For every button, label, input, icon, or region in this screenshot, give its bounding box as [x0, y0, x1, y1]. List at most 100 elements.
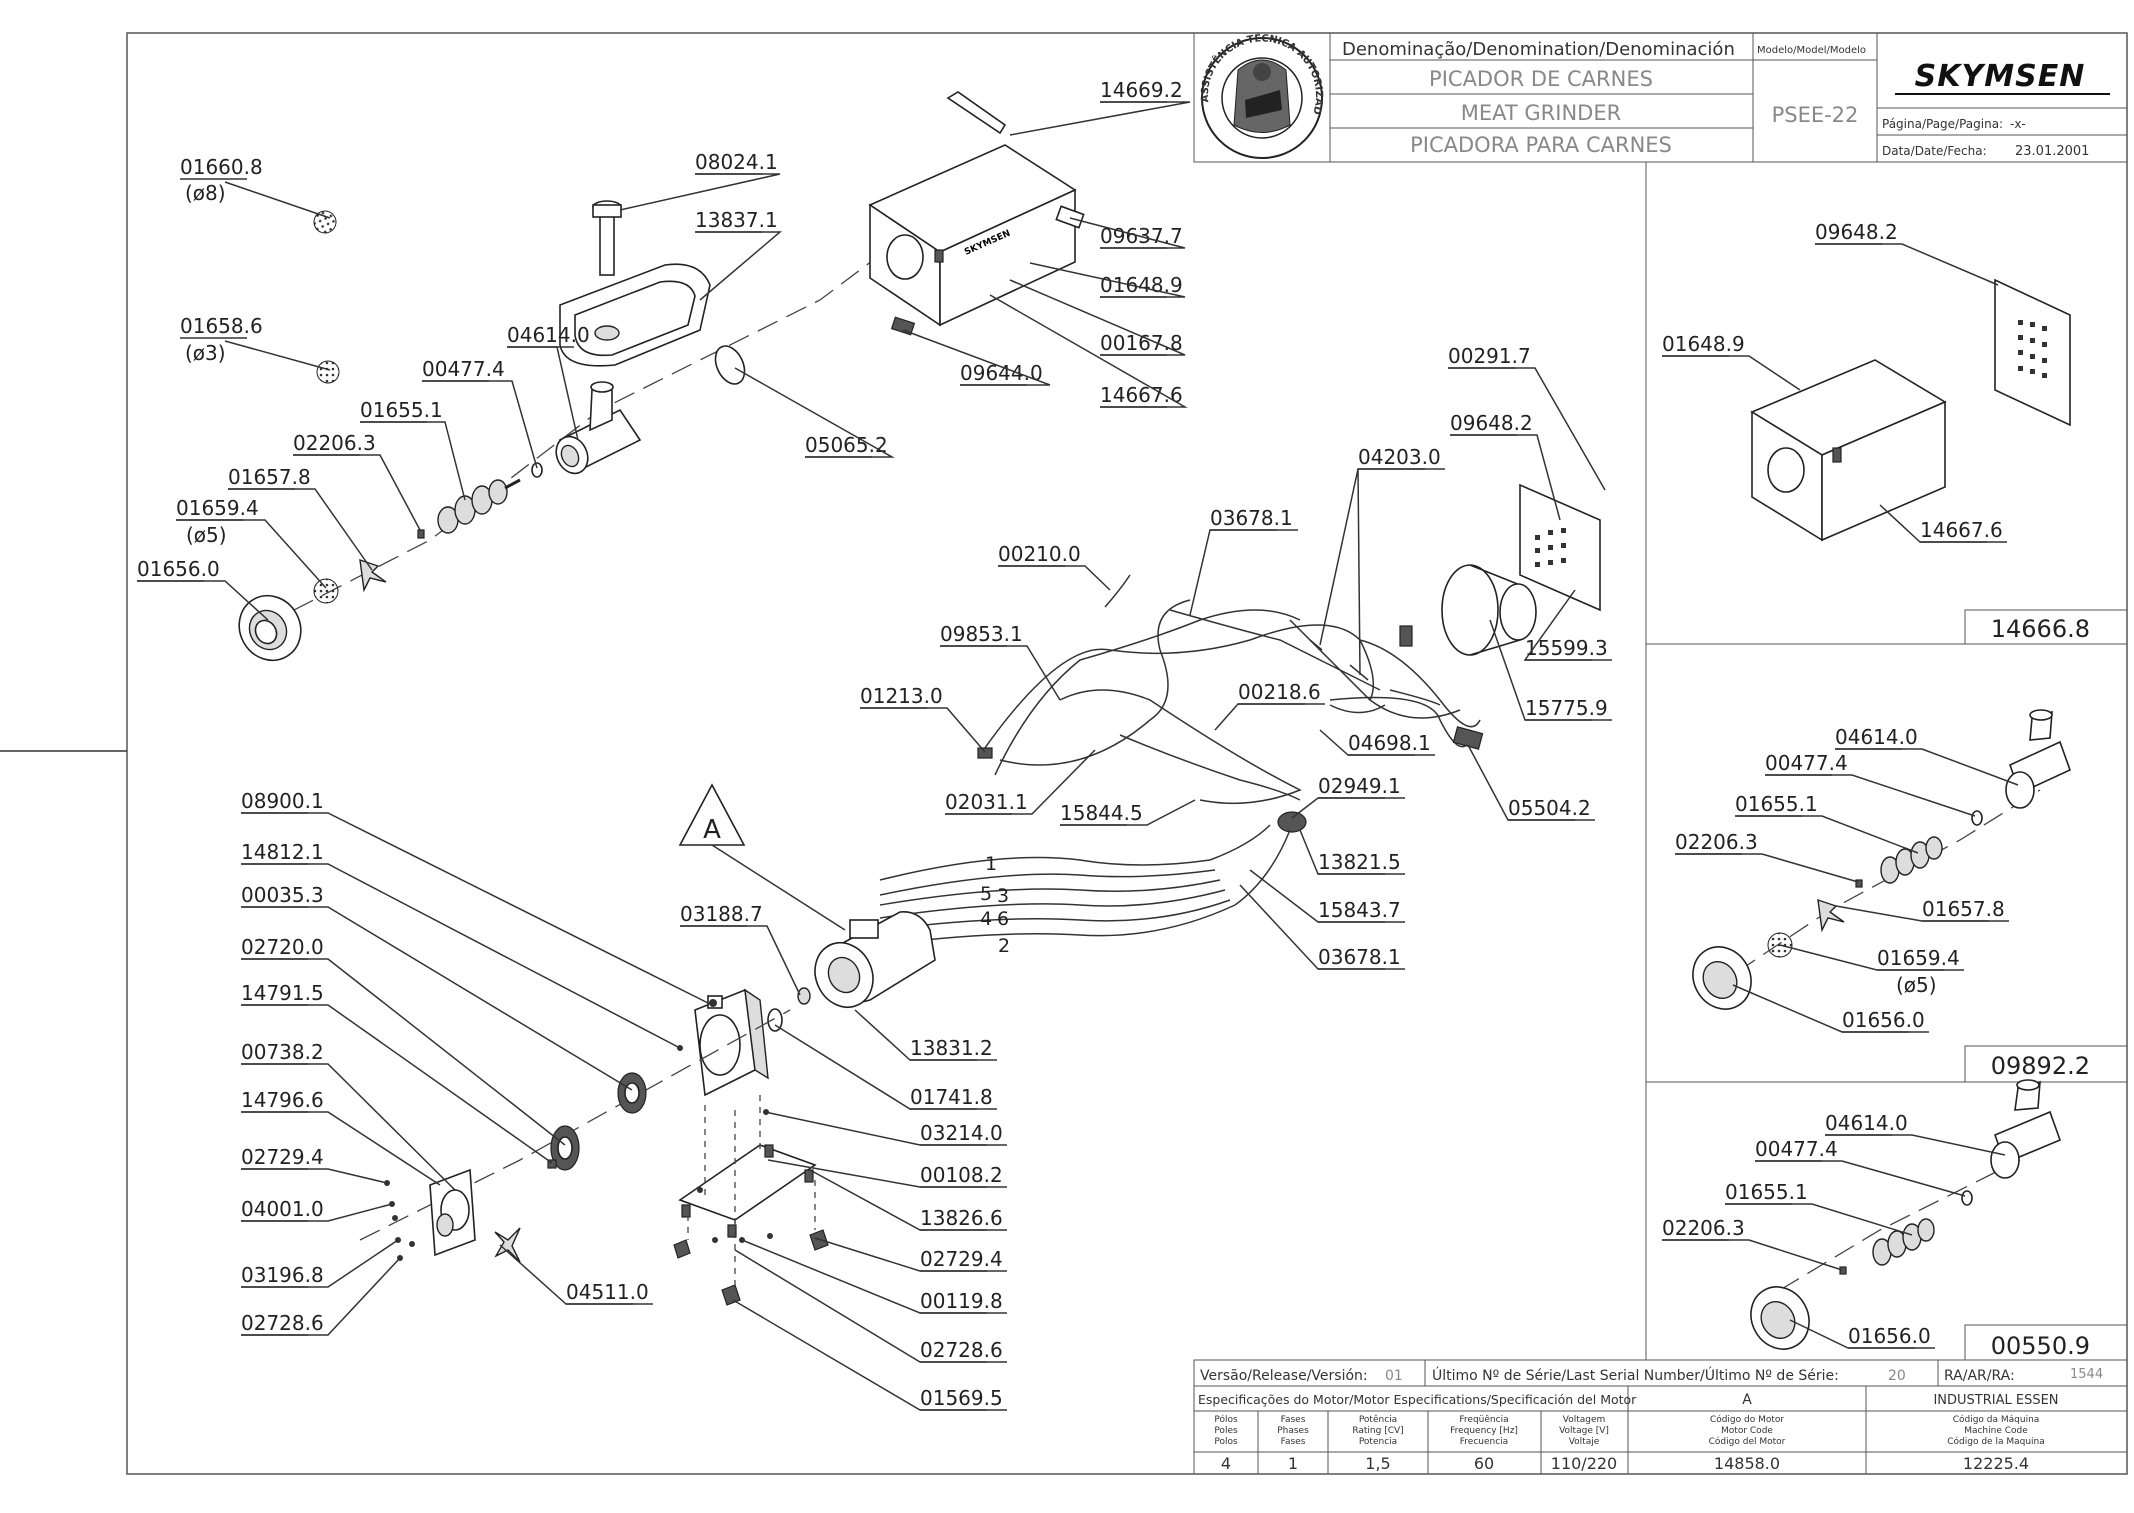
- part-label: 09648.2: [1815, 220, 1898, 244]
- leader-line: [1815, 243, 1999, 286]
- col-poles-es: Polos: [1214, 1437, 1238, 1447]
- leader-line: [741, 1239, 1007, 1314]
- leader-line: [734, 367, 895, 458]
- part-label: 00108.2: [920, 1163, 1003, 1187]
- drawing-frame: [126, 32, 2128, 1475]
- main-parts-artwork: SKYMSEN: [238, 91, 1601, 1306]
- leader-line: [241, 1063, 456, 1191]
- leader-line: [695, 231, 783, 301]
- part-label: 02729.4: [241, 1145, 324, 1169]
- worm-screw: [437, 478, 521, 534]
- part-label: 01656.0: [137, 557, 220, 581]
- leader-line: [293, 454, 421, 531]
- part-label: 04614.0: [507, 323, 590, 347]
- part-label: 08024.1: [695, 150, 778, 174]
- leader-line: [1523, 589, 1612, 661]
- motor-cover-box: SKYMSEN: [868, 144, 1077, 327]
- leader-line: [940, 645, 1061, 701]
- col-motor-code-es: Código del Motor: [1709, 1436, 1786, 1447]
- manufacturer: INDUSTRIAL ESSEN: [1933, 1393, 2058, 1408]
- panel-basic-kit-artwork: [1750, 1079, 2062, 1350]
- part-label: 01657.8: [1922, 897, 2005, 921]
- part-label: 01656.0: [1848, 1324, 1931, 1348]
- part-label: 02206.3: [1662, 1216, 1745, 1240]
- part-label: 09648.2: [1450, 411, 1533, 435]
- col-motor-code-pt: Código do Motor: [1710, 1414, 1784, 1425]
- leader-line: [1879, 504, 2007, 543]
- leader-line: [1319, 729, 1435, 756]
- grinder-body: [555, 381, 642, 475]
- motor-harness: [879, 824, 1291, 946]
- part-label: 02720.0: [241, 935, 324, 959]
- wing-nut: [494, 1227, 521, 1263]
- leader-line: [998, 565, 1111, 591]
- part-label: 00291.7: [1448, 344, 1531, 368]
- leader-line: [137, 580, 269, 621]
- col-poles-en: Poles: [1214, 1426, 1238, 1436]
- part-label: 02949.1: [1318, 774, 1401, 798]
- serial-label: Último Nº de Série/Last Serial Number/Úl…: [1432, 1366, 1839, 1384]
- coupling-disc: [714, 345, 746, 385]
- col-machine-code-en: Machine Code: [1964, 1426, 2028, 1436]
- part-label: 00035.3: [241, 883, 324, 907]
- part-label: 02729.4: [920, 1247, 1003, 1271]
- switch-plate: [1519, 483, 1601, 612]
- part-label: 01569.5: [920, 1386, 1003, 1410]
- leader-line: [1489, 619, 1612, 721]
- serial-value: 20: [1888, 1368, 1906, 1384]
- leader-line: [1448, 367, 1606, 491]
- leader-line: [1299, 829, 1405, 875]
- part-label: 01655.1: [360, 398, 443, 422]
- front-cover: [429, 1168, 476, 1257]
- part-label: 03188.7: [680, 902, 763, 926]
- part-label: 00477.4: [1755, 1137, 1838, 1161]
- sticker-09644: [890, 316, 916, 336]
- leader-line: [1675, 853, 1859, 883]
- base-plate: [673, 1144, 829, 1306]
- leader-line: [1755, 1160, 1966, 1197]
- part-label: 04001.0: [241, 1197, 324, 1221]
- part-label: 05504.2: [1508, 796, 1591, 820]
- part-label: 04614.0: [1825, 1111, 1908, 1135]
- part-label: 01655.1: [1725, 1180, 1808, 1204]
- leader-line: [241, 1203, 393, 1222]
- leader-line: [1467, 744, 1595, 821]
- leader-line: [507, 346, 579, 441]
- leader-line: [241, 1257, 401, 1336]
- value-phases: 1: [1288, 1454, 1298, 1473]
- brand-logo: SKYMSEN: [1915, 59, 2086, 94]
- gear-large: [617, 1072, 647, 1114]
- part-label: 01659.4: [176, 496, 259, 520]
- value-machine-code: 12225.4: [1963, 1454, 2029, 1473]
- part-label: (ø8): [185, 181, 226, 205]
- col-motor-code-en: Motor Code: [1721, 1426, 1773, 1436]
- plate-5mm: [313, 578, 339, 604]
- part-label: 00167.8: [1100, 331, 1183, 355]
- connector-b: [1349, 664, 1369, 681]
- leader-line: [176, 519, 327, 589]
- part-label: 02728.6: [241, 1311, 324, 1335]
- leader-line: [989, 294, 1188, 408]
- col-power-es: Potencia: [1359, 1437, 1397, 1447]
- part-label: 04698.1: [1348, 731, 1431, 755]
- ring-nut: [238, 594, 302, 662]
- part-label: 01741.8: [910, 1085, 993, 1109]
- part-label: 04511.0: [566, 1280, 649, 1304]
- part-label: 15775.9: [1525, 696, 1608, 720]
- pin: [417, 529, 425, 539]
- leader-line: [814, 1237, 1007, 1272]
- leader-line: [241, 1111, 441, 1186]
- sticker-05504: [1452, 726, 1484, 750]
- col-voltage-pt: Voltagem: [1563, 1415, 1606, 1425]
- leader-line: [228, 488, 373, 571]
- leader-line: [241, 906, 633, 1091]
- part-label: 14669.2: [1100, 78, 1183, 102]
- part-label: 09644.0: [960, 361, 1043, 385]
- part-label: 01655.1: [1735, 792, 1818, 816]
- product-name-en: MEAT GRINDER: [1461, 101, 1621, 125]
- leader-line: [1735, 815, 1919, 854]
- leader-line: [1319, 468, 1445, 676]
- part-label: 02206.3: [293, 431, 376, 455]
